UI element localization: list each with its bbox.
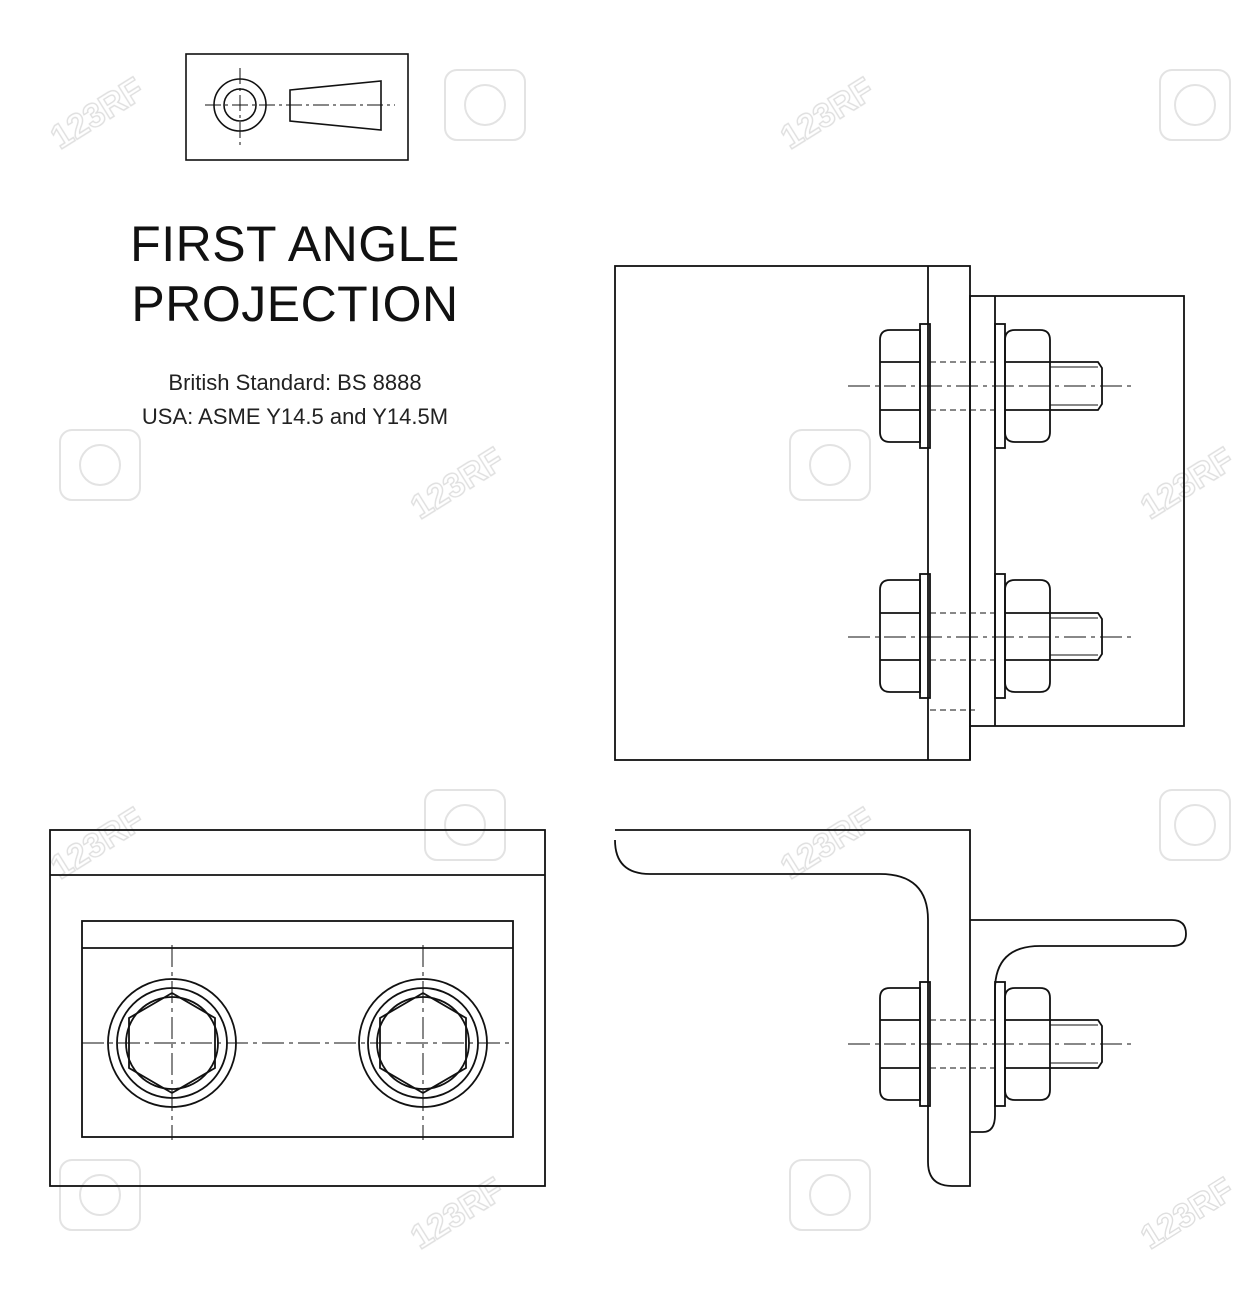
- side-bolt: [848, 981, 1132, 1107]
- watermark-label: 123RF: [774, 70, 881, 156]
- angle-bracket-left: [614, 829, 971, 1187]
- nut: [1004, 579, 1051, 693]
- front-view: [614, 265, 1185, 761]
- plan-inner-plate: [81, 920, 514, 1138]
- plan-view: [49, 829, 546, 1187]
- angle-bracket-right: [970, 919, 1187, 1133]
- title-line-1: FIRST ANGLE: [130, 216, 460, 272]
- watermark-label: 123RF: [404, 1170, 511, 1256]
- plan-outer-plate: [49, 829, 546, 1187]
- watermark-label: 123RF: [44, 70, 151, 156]
- watermark-layer: 123RF 123RF 123RF 123RF 123RF 123RF 123R…: [43, 69, 1235, 1258]
- nut: [1004, 329, 1051, 443]
- usa-standard-text: USA: ASME Y14.5 and Y14.5M: [141, 404, 449, 429]
- front-bolt-lower: [848, 573, 1132, 699]
- watermark-text: 123RF 123RF 123RF 123RF 123RF 123RF 123R…: [43, 70, 1235, 1258]
- title-block: FIRST ANGLE PROJECTION: [60, 214, 530, 334]
- title-line-2: PROJECTION: [131, 276, 459, 332]
- watermark-label: 123RF: [404, 440, 511, 526]
- watermark-camera-icons: [59, 69, 1231, 1231]
- front-bolt-upper: [848, 323, 1132, 449]
- side-view: [614, 829, 1187, 1187]
- british-standard-text: British Standard: BS 8888: [168, 370, 422, 395]
- nut: [1004, 987, 1051, 1101]
- front-right-plate: [969, 295, 1185, 727]
- washer: [919, 573, 931, 699]
- watermark-label: 123RF: [44, 800, 151, 886]
- projection-symbol: [185, 53, 409, 161]
- watermark-label: 123RF: [1134, 1170, 1235, 1256]
- washer: [994, 573, 1006, 699]
- front-left-plate: [614, 265, 971, 761]
- symbol-truncated-cone: [289, 80, 382, 131]
- bolt-head: [879, 579, 921, 693]
- symbol-frame: [185, 53, 409, 161]
- standards-block: British Standard: BS 8888 USA: ASME Y14.…: [60, 366, 530, 434]
